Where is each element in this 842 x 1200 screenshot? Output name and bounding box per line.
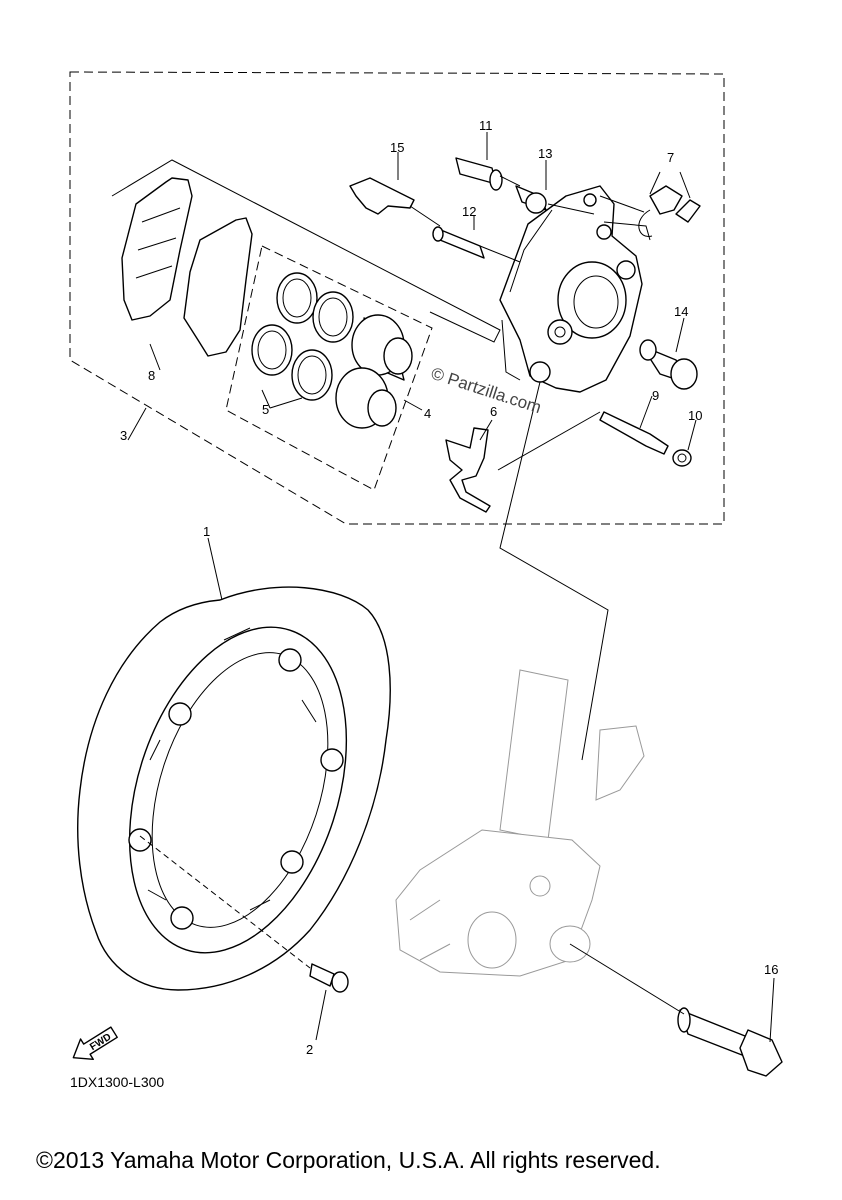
caliper-pistons <box>335 314 413 429</box>
callout-14: 14 <box>674 304 688 319</box>
diagram-code: 1DX1300-L300 <box>70 1074 164 1090</box>
caliper-pin <box>432 226 485 259</box>
callout-12: 12 <box>462 204 476 219</box>
callout-13: 13 <box>538 146 552 161</box>
brake-disc <box>77 586 391 991</box>
caliper-bolt-14 <box>639 339 698 390</box>
callout-2: 2 <box>306 1042 313 1057</box>
callout-11: 11 <box>479 118 493 133</box>
caliper-assembly-boundary <box>69 71 725 525</box>
bleed-screw <box>638 185 701 237</box>
callout-16: 16 <box>764 962 778 977</box>
callout-8: 8 <box>148 368 155 383</box>
axle-bolt <box>677 1007 783 1077</box>
caliper-bracket <box>501 209 553 381</box>
pad-spring <box>349 177 415 215</box>
pad-pin <box>455 157 503 191</box>
pad-set-outline <box>111 159 501 343</box>
copyright-notice: ©2013 Yamaha Motor Corporation, U.S.A. A… <box>36 1147 661 1173</box>
callout-7: 7 <box>667 150 674 165</box>
pad-support <box>445 427 491 513</box>
partzilla-watermark: © Partzilla.com <box>429 364 544 417</box>
brake-pad-outer <box>121 177 193 321</box>
callout-15: 15 <box>390 140 404 155</box>
caliper-seals <box>251 272 354 401</box>
front-fork <box>395 669 645 977</box>
callout-9: 9 <box>652 388 659 403</box>
leader-lines <box>127 132 775 1043</box>
callout-10: 10 <box>688 408 702 423</box>
callout-6: 6 <box>490 404 497 419</box>
brake-pad-inner <box>183 217 253 357</box>
caliper-body <box>499 185 651 393</box>
fwd-arrow: FWD <box>72 1026 118 1061</box>
disc-bolt <box>309 963 349 993</box>
caliper-bleed-boot <box>515 185 547 214</box>
callouts: 1 2 3 4 5 6 7 8 9 10 11 12 13 14 15 16 <box>120 118 778 1057</box>
callout-5: 5 <box>262 402 269 417</box>
callout-1: 1 <box>203 524 210 539</box>
caliper-plug <box>672 449 692 467</box>
callout-4: 4 <box>424 406 431 421</box>
callout-3: 3 <box>120 428 127 443</box>
caliper-bolt-9 <box>599 411 669 455</box>
